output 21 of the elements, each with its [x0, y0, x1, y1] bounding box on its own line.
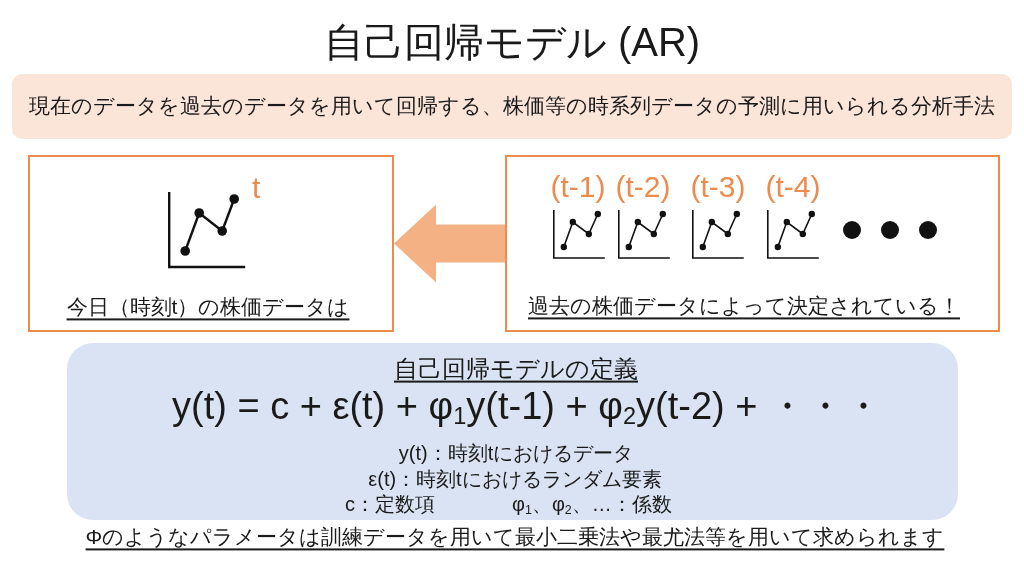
- statement-text: 今日（時刻t）の株価データは: [66, 294, 350, 320]
- definition-text: c：定数項: [345, 492, 435, 516]
- content-panel: [28, 155, 394, 332]
- lag-label: (t-4): [765, 169, 821, 205]
- definition-panel: [67, 343, 958, 520]
- content-panel: [505, 155, 1000, 332]
- definition-text: ε(t)：時刻tにおけるランダム要素: [368, 467, 662, 491]
- lag-label: (t-3): [690, 169, 746, 205]
- title: 自己回帰モデル (AR): [323, 19, 701, 66]
- note: Φのようなパラメータは訓練データを用いて最小二乗法や最尤法等を用いて求められます: [85, 524, 945, 550]
- lag-label: (t-1): [550, 169, 606, 205]
- definition-text: y(t)：時刻tにおけるデータ: [398, 441, 634, 465]
- description-text: 現在のデータを過去のデータを用いて回帰する、株価等の時系列データの予測に用いられる分析手法: [29, 93, 995, 119]
- block-arrow: [394, 204, 505, 283]
- section-heading: 自己回帰モデルの定義: [394, 354, 638, 384]
- description-banner: [12, 74, 1012, 139]
- time-label: t: [252, 170, 261, 206]
- formula: y(t) = c + ε(t) + φ$_{1}$y(t-1) + φ$_{2}$y(t-2) + ・・・: [172, 384, 882, 430]
- statement-text: 過去の株価データによって決定されている！: [528, 293, 960, 319]
- lag-label: (t-2): [615, 169, 671, 205]
- definition-text: φ$_{1}$、φ$_{2}$、…：係数: [512, 492, 672, 516]
